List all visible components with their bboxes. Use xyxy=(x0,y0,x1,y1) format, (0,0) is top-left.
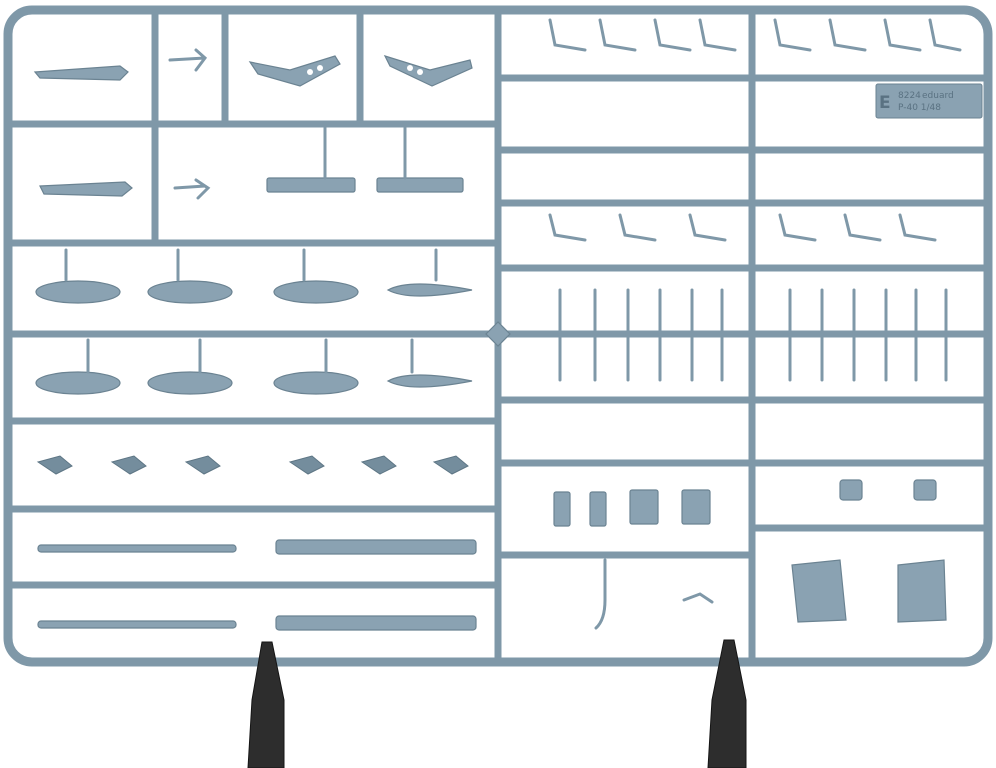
long-rod-parts xyxy=(37,539,477,631)
left-runners xyxy=(8,10,502,589)
sprue-model: P-40 1/48 xyxy=(898,103,941,113)
center-logo-mark xyxy=(485,321,511,347)
bomb-rack-parts xyxy=(266,126,464,193)
right-runners xyxy=(494,74,988,559)
sprue-outer-frame xyxy=(3,5,993,667)
clamp-right xyxy=(707,639,747,768)
clamp-left xyxy=(247,641,285,768)
fuselage-strut-parts xyxy=(33,48,211,200)
sprue-label-tab: E 8224 eduard P-40 1/48 xyxy=(875,83,983,119)
wing-brace-parts xyxy=(248,55,473,87)
sprue-letter: E xyxy=(879,93,891,113)
small-fittings-row xyxy=(36,455,469,475)
bombs-row-1 xyxy=(35,248,473,304)
sprue-brand: eduard xyxy=(922,91,954,101)
pin-parts xyxy=(558,288,948,382)
bombs-row-2 xyxy=(35,338,473,395)
panel-parts xyxy=(553,479,947,623)
right-small-parts xyxy=(548,18,962,242)
sprue-code: 8224 xyxy=(898,91,921,101)
hook-parts xyxy=(594,558,714,630)
